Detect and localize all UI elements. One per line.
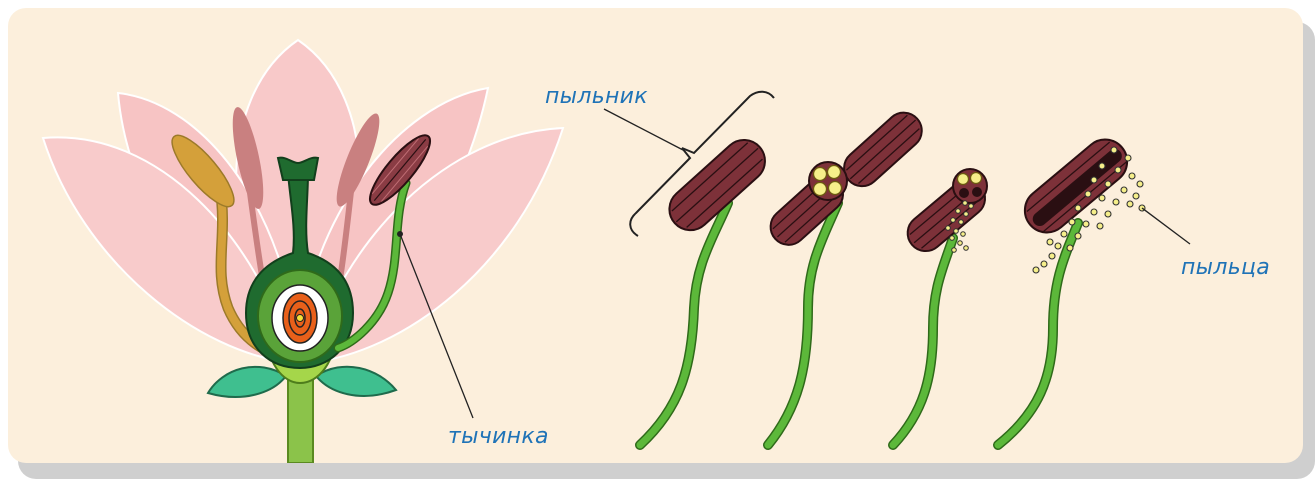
- stage-3-filament-fill: [893, 238, 953, 445]
- stage-2-anther-upper: [837, 105, 929, 193]
- pollen-leader-line: [1142, 208, 1190, 244]
- sepal-left: [208, 367, 286, 397]
- egg-cell: [297, 315, 304, 322]
- stage-2: [763, 105, 929, 445]
- stage-4: [998, 131, 1145, 445]
- label-anther: пыльник: [545, 84, 648, 109]
- label-pollen: пыльца: [1181, 255, 1270, 280]
- diagram-card: пыльник тычинка пыльца: [8, 8, 1303, 463]
- stage-4-filament-fill: [998, 223, 1078, 445]
- stage-3: [893, 169, 992, 445]
- stage-1-filament-fill: [640, 203, 728, 445]
- stage-1: [640, 131, 774, 445]
- stage-3-cross-section: [953, 169, 987, 203]
- sepal-right: [316, 367, 396, 396]
- diagram-canvas: [8, 8, 1303, 463]
- flower-stem: [288, 378, 313, 463]
- anther-leader-line: [604, 109, 683, 150]
- stamen-leader-dot: [397, 231, 403, 237]
- label-stamen: тычинка: [448, 424, 549, 449]
- stage-2-cross-section: [809, 162, 847, 200]
- flower: [43, 40, 563, 463]
